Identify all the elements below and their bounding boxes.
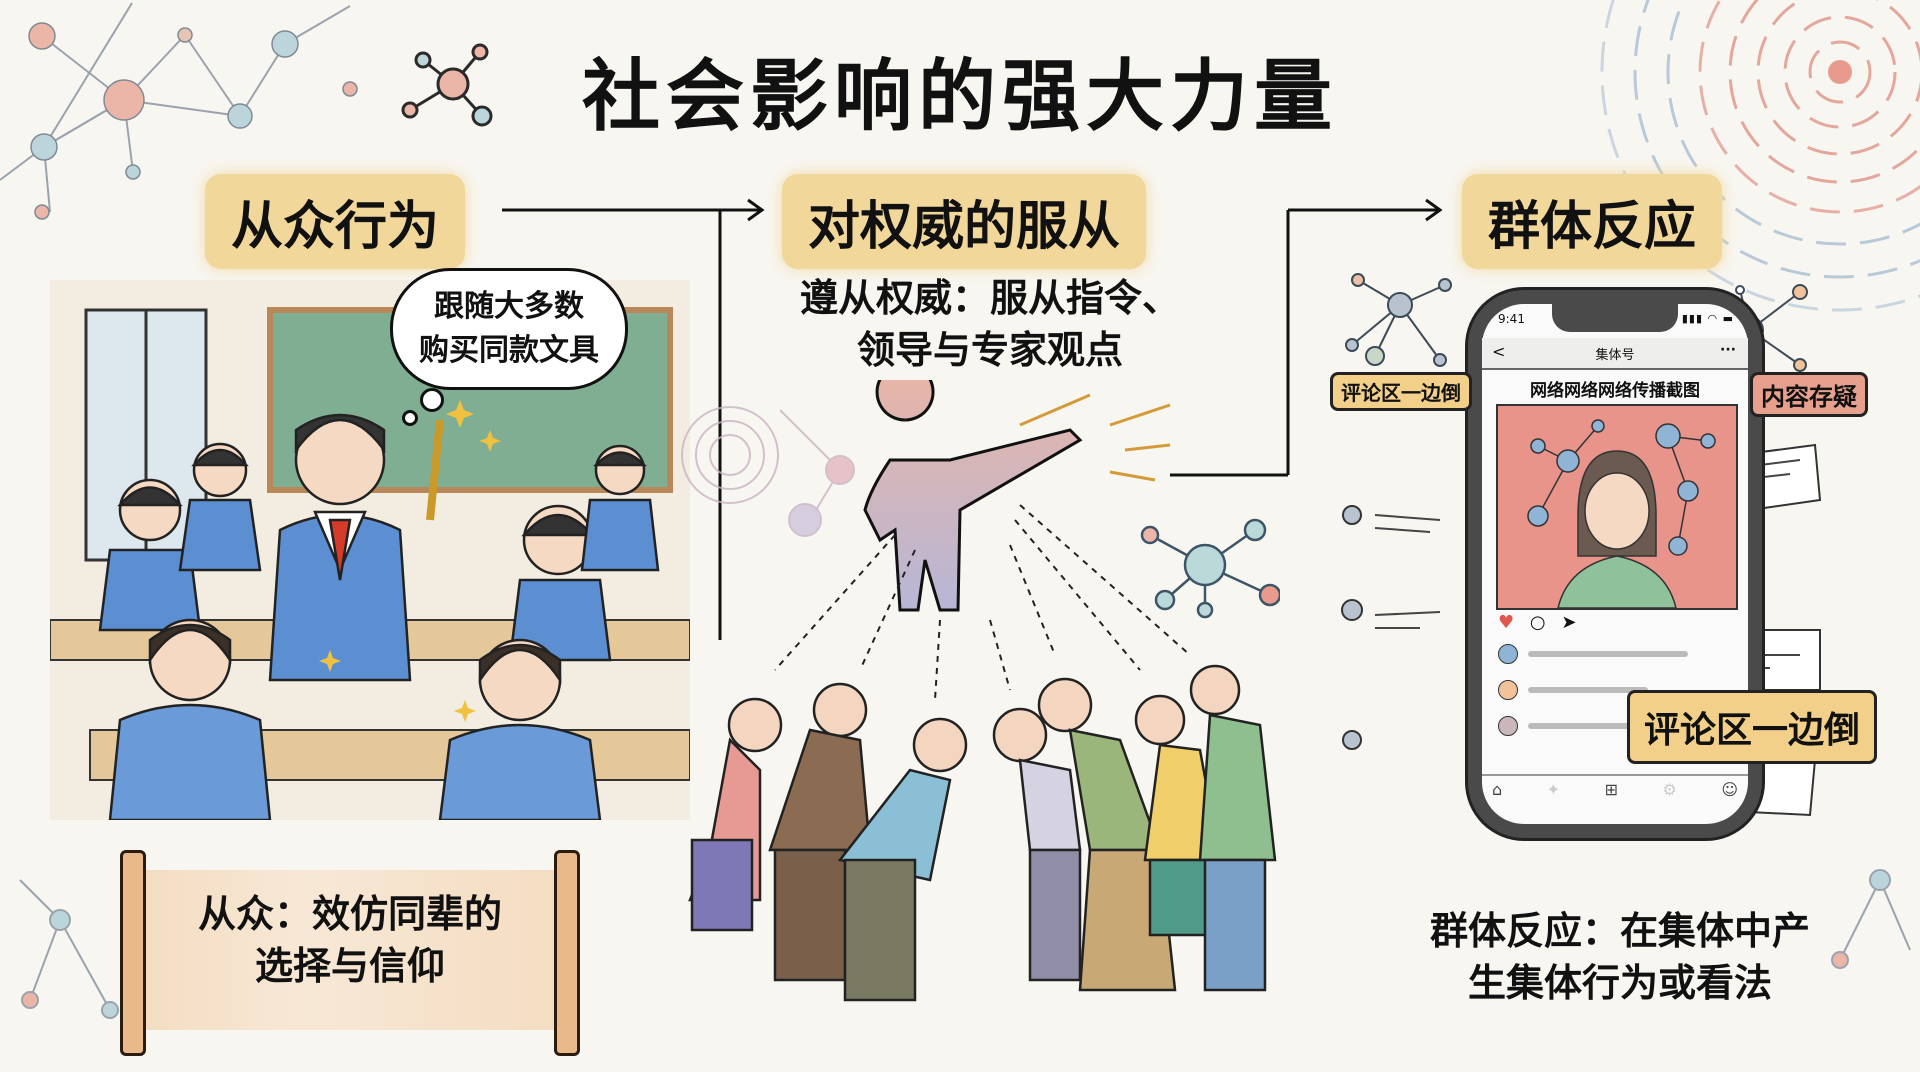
comment-item — [1498, 716, 1728, 736]
faded-network — [681, 406, 855, 537]
network-bottomright — [1831, 869, 1911, 969]
tag-comments-one-sided-large: 评论区一边倒 — [1627, 690, 1878, 764]
tag-comments-one-sided-small: 评论区一边倒 — [1330, 372, 1472, 411]
molecule-icon-top — [401, 43, 493, 127]
scroll-caption-conformity: 从众：效仿同辈的 选择与信仰 — [120, 850, 580, 1056]
settings-icon[interactable]: ⚙ — [1662, 780, 1677, 799]
phone-notch — [1552, 302, 1678, 332]
sparkle-icons — [319, 400, 501, 722]
comment-item — [1498, 680, 1728, 700]
scroll-rod-left — [120, 850, 146, 1056]
molecule-icon-center — [1140, 518, 1280, 619]
flow-arrows — [502, 198, 1443, 640]
caption-line-2: 选择与信仰 — [254, 944, 445, 988]
phone-tabbar: ⌂ ✦ ⊞ ⚙ ☺ — [1492, 780, 1738, 799]
subtitle-line-1: 遵从权威：服从指令、 — [799, 276, 1180, 320]
status-time: 9:41 — [1498, 312, 1525, 326]
back-button[interactable]: < — [1492, 342, 1506, 361]
more-button[interactable]: ··· — [1720, 342, 1736, 358]
page-title: 社会影响的强大力量 — [581, 52, 1338, 142]
add-icon[interactable]: ⊞ — [1604, 780, 1618, 799]
network-nodes-topleft — [28, 22, 358, 220]
caption-line-1: 群体反应：在集体中产 — [1429, 909, 1810, 953]
heading-group-reaction: 群体反应 — [1462, 174, 1723, 269]
obedience-subtitle: 遵从权威：服从指令、 领导与专家观点 — [760, 272, 1220, 376]
thought-line-1: 跟随大多数 — [434, 289, 584, 324]
post-actions: ♥ ○ ➤ — [1498, 612, 1576, 633]
thought-dot-small — [402, 410, 418, 426]
share-icon[interactable]: ➤ — [1561, 612, 1577, 633]
caption-line-2: 生集体行为或看法 — [1467, 961, 1772, 1005]
post-image — [1496, 404, 1738, 610]
thought-dot-large — [420, 388, 444, 412]
status-icons: ▮▮▮ ◠ ▬ — [1681, 312, 1734, 325]
comment-icon[interactable]: ○ — [1529, 612, 1546, 633]
post-title: 网络网络网络传播截图 — [1530, 381, 1700, 401]
bowing-people — [688, 664, 1277, 1002]
phone-nav-bar: < 集体号 ··· — [1482, 338, 1748, 370]
scroll-rod-right — [554, 850, 580, 1056]
tabbar-divider — [1482, 774, 1748, 776]
subtitle-line-2: 领导与专家观点 — [856, 328, 1123, 372]
group-reaction-caption: 群体反应：在集体中产 生集体行为或看法 — [1380, 905, 1860, 1009]
tag-content-doubtful: 内容存疑 — [1750, 372, 1868, 417]
dashed-influence-lines — [774, 504, 1191, 701]
profile-icon[interactable]: ☺ — [1721, 780, 1738, 799]
emphasis-lines — [1019, 393, 1171, 482]
network-bottomleft — [19, 879, 119, 1019]
heart-icon[interactable]: ♥ — [1498, 612, 1515, 633]
authority-illustration — [650, 362, 1290, 1020]
thought-line-2: 购买同款文具 — [419, 333, 599, 368]
comment-item — [1498, 644, 1728, 664]
heading-conformity: 从众行为 — [205, 174, 466, 269]
thought-bubble: 跟随大多数 购买同款文具 — [390, 268, 628, 390]
nav-title: 集体号 — [1595, 348, 1635, 363]
sound-wave-rings-topright — [1600, 0, 1920, 312]
caption-line-1: 从众：效仿同辈的 — [197, 892, 502, 936]
comment-list — [1498, 644, 1728, 736]
discover-icon[interactable]: ✦ — [1546, 780, 1561, 799]
home-icon[interactable]: ⌂ — [1492, 780, 1503, 799]
heading-obedience: 对权威的服从 — [782, 174, 1147, 269]
